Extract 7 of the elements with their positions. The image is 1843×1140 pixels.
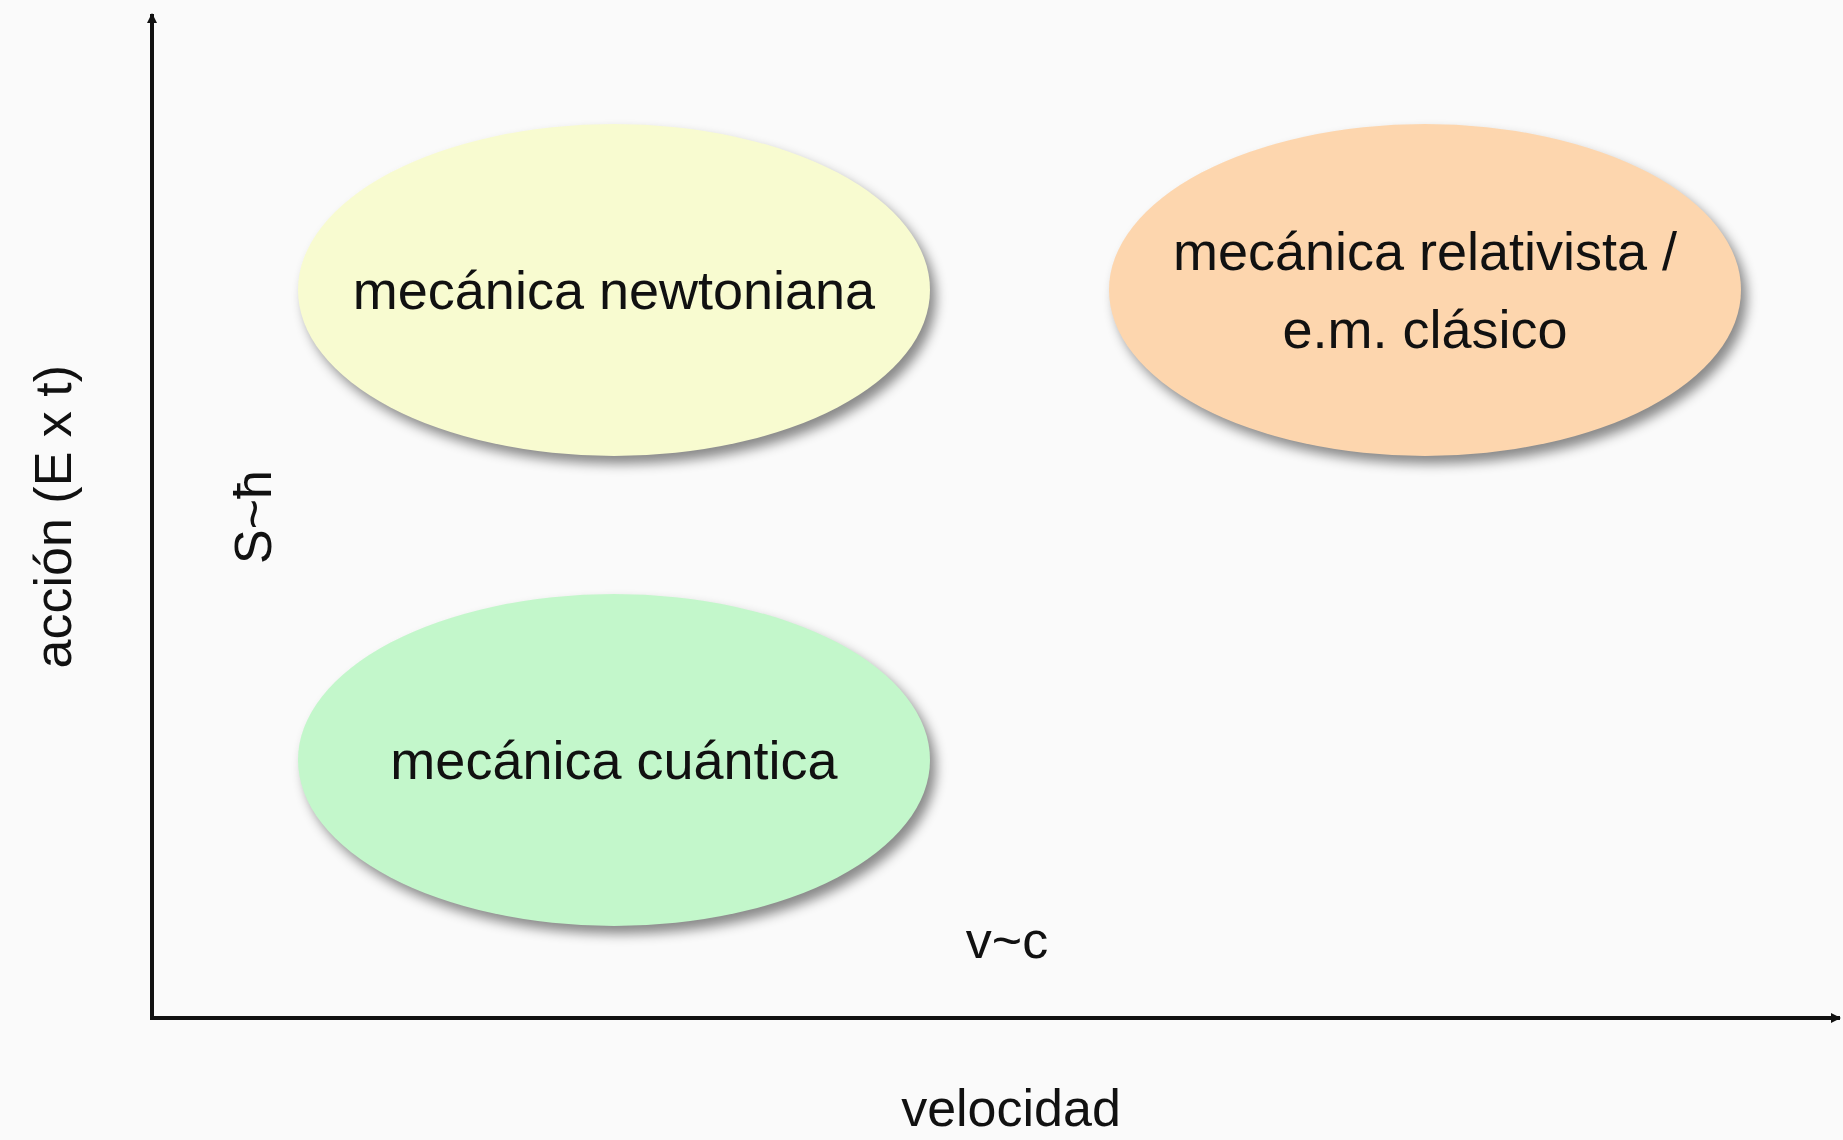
y-axis-title: acción (E x t) — [23, 365, 83, 669]
axis-annotation: S~ħ — [223, 470, 283, 564]
axis-annotation: v~c — [965, 910, 1049, 970]
region-label: mecánica cuántica — [389, 729, 839, 792]
x-axis-title: velocidad — [901, 1078, 1121, 1138]
region-label: mecánica newtoniana — [351, 259, 877, 322]
region-label: mecánica relativista / e.m. clásico — [1171, 220, 1679, 361]
